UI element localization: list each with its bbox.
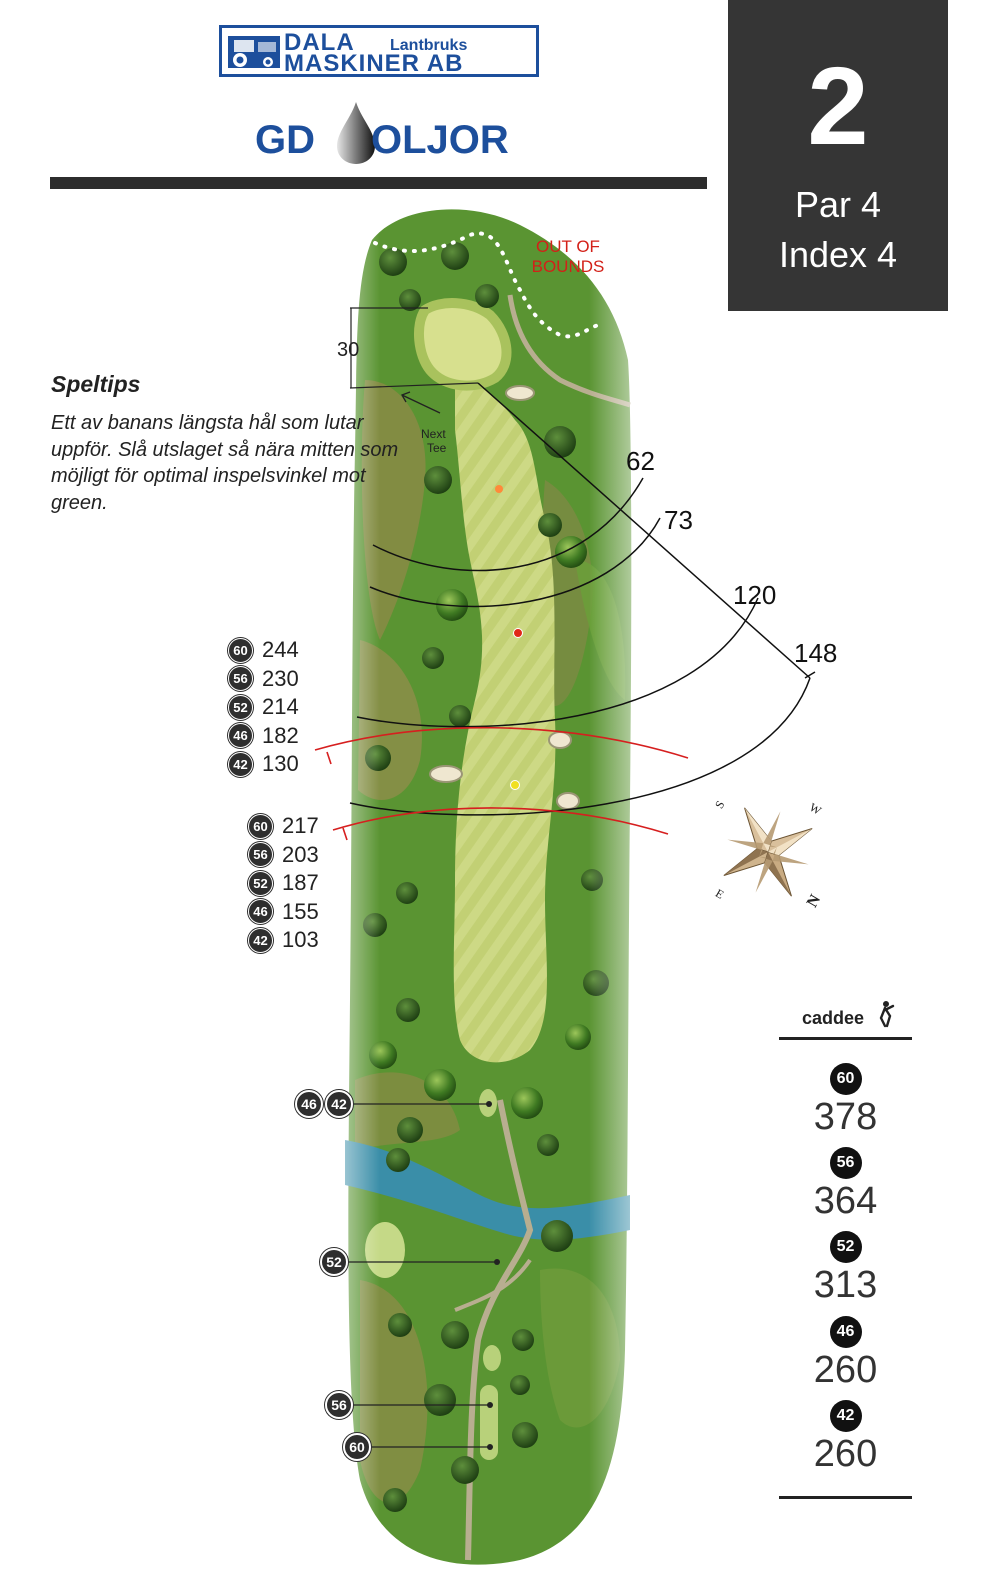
list-item: 52 214 [228,693,299,722]
tee-badge: 52 [829,1231,862,1263]
out-of-bounds-line [373,231,600,339]
distance-value: 103 [282,927,319,953]
length-value: 260 [813,1433,878,1475]
tee-badge-46: 46 [295,1090,323,1118]
tee-badge: 42 [829,1400,862,1432]
distance-62-label: 62 [626,446,655,476]
tee-badge: 42 [248,927,273,953]
list-item: 60 244 [228,636,299,665]
distance-value: 155 [282,898,319,924]
length-value: 378 [813,1096,878,1138]
tee-badge: 60 [248,813,273,839]
water-hazard [345,1140,630,1240]
next-tee-label-2: Tee [427,441,447,455]
list-item: 46 182 [228,722,299,751]
distance-list-upper: 60 244 56 230 52 214 46 182 42 130 [228,636,299,779]
length-value: 260 [813,1349,878,1391]
caddee-divider-bottom [779,1496,912,1499]
lantbruks-word: Lantbruks [390,37,468,54]
compass-e: E [713,886,726,902]
distance-value: 230 [262,665,299,691]
tips-body: Ett av banans längsta hål som lutar uppf… [51,412,399,514]
list-item: 56 230 [228,665,299,694]
compass-s: S [712,798,727,811]
golfer-icon [879,1001,895,1028]
list-item: 56 203 [248,841,319,870]
distance-value: 214 [262,694,299,720]
distance-value: 182 [262,722,299,748]
tee-badge: 56 [228,666,253,692]
out-of-bounds-label: OUT OF BOUNDS [531,237,605,276]
tee-badge: 60 [829,1063,862,1095]
trees [363,242,609,1512]
list-item: 42 103 [248,926,319,955]
list-item: 42 130 [228,750,299,779]
green-depth-label: 30 [337,339,359,361]
carry-lines [314,726,689,841]
list-item: 60 217 [248,812,319,841]
list-item: 52 187 [248,869,319,898]
hole-par: Par 4 [794,184,882,225]
tee-badge-42: 42 [325,1090,353,1118]
caddee-logo: caddee [802,1008,865,1028]
compass-n: N [804,891,825,910]
tee-badge: 46 [248,899,273,925]
distance-value: 217 [282,813,319,839]
dala-lantbruksmaskiner-logo: DALA Lantbruks MASKINER AB [219,25,539,77]
distance-list-lower: 60 217 56 203 52 187 46 155 42 103 [248,812,319,955]
length-value: 364 [813,1180,878,1222]
tee-badge: 56 [829,1147,862,1179]
tee-badge: 60 [228,637,253,663]
tee-badge: 46 [228,723,253,749]
header-divider [50,177,707,189]
tips-title: Speltips [51,371,141,397]
tractor-icon [228,36,280,68]
length-value: 313 [813,1264,878,1306]
green [414,298,512,391]
tee-leaders [347,1103,495,1448]
tee-badge: 42 [228,751,253,777]
distance-73-label: 73 [664,505,693,535]
maskiner-ab-word: MASKINER AB [284,50,464,77]
distance-value: 203 [282,841,319,867]
hole-length-42: 42 260 [779,1400,912,1476]
fairway [453,380,556,1063]
hole-length-60: 60 378 [779,1063,912,1139]
distance-148-label: 148 [794,638,837,668]
caddee-divider-top [779,1037,912,1040]
green-depth-marker [349,307,479,389]
gd-oljor-logo: GD OLJOR [255,100,509,168]
distance-value: 130 [262,751,299,777]
tee-badge-52: 52 [320,1248,348,1276]
tee-badge-56: 56 [325,1391,353,1419]
hole-length-56: 56 364 [779,1147,912,1223]
next-tee-arrow [401,391,441,414]
hole-info-box: 2 Par 4 Index 4 [728,0,948,311]
compass-rose [723,807,813,897]
hole-length-52: 52 313 [779,1231,912,1307]
hole-length-46: 46 260 [779,1316,912,1392]
oil-drop-icon [337,102,375,164]
next-tee-label: Next [421,427,446,441]
oljor-word: OLJOR [371,118,509,162]
list-item: 46 155 [248,898,319,927]
distance-value: 244 [262,637,299,663]
tee-badge: 56 [248,842,273,868]
tee-badge: 52 [228,694,253,720]
dala-word: DALA [284,29,355,56]
gd-word: GD [255,118,315,162]
distance-value: 187 [282,870,319,896]
tee-badge: 52 [248,870,273,896]
tee-badge: 46 [829,1316,862,1348]
compass-w: W [807,800,824,818]
distance-120-label: 120 [733,580,776,610]
hole-index: Index 4 [778,234,898,275]
hole-number: 2 [807,45,869,168]
tee-badge-60: 60 [343,1433,371,1461]
distance-arcs [349,382,816,816]
